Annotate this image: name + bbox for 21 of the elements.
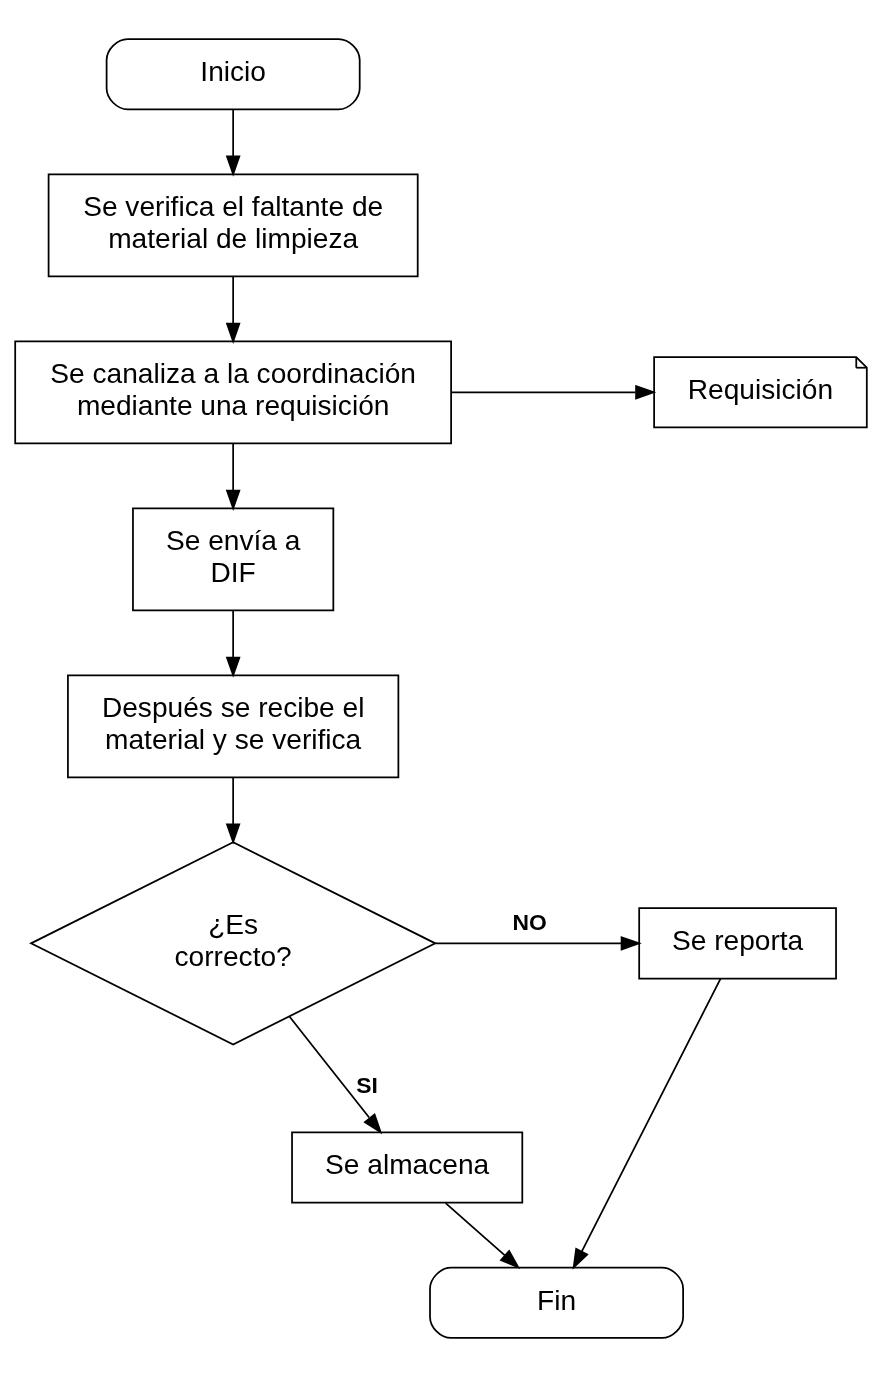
node-box: Después se recibe el material y se verifica (67, 674, 400, 779)
arrow (225, 275, 241, 344)
arrow (434, 935, 642, 951)
arrow (225, 776, 241, 845)
arrow (572, 977, 722, 1270)
arrow (225, 108, 241, 177)
arrow (288, 1015, 383, 1135)
node-diamond: ¿Es correcto? (29, 841, 438, 1046)
edge-label: NO (512, 909, 547, 936)
arrow (225, 609, 241, 678)
node-box: Fin (429, 1266, 684, 1339)
node-box: Se almacena (291, 1131, 524, 1204)
arrow (450, 384, 657, 400)
edge-label: SI (356, 1071, 378, 1098)
arrow (225, 442, 241, 511)
arrow (444, 1202, 521, 1269)
node-box: Inicio (105, 38, 361, 111)
node-box: Se reporta (638, 907, 837, 980)
node-box: Se canaliza a la coordinación mediante una requisición (14, 340, 452, 445)
node-box: Se verifica el faltante de material de limpieza (47, 173, 419, 278)
node-box: Se envía a DIF (132, 507, 335, 612)
